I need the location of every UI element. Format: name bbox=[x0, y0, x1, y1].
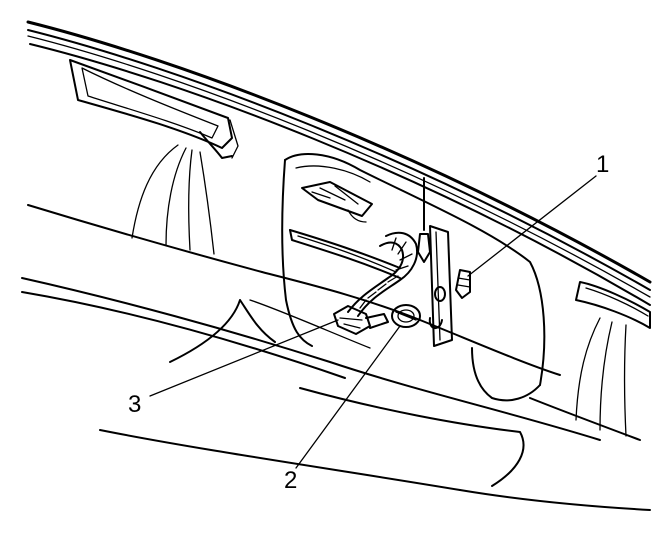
callout-3-label: 3 bbox=[128, 391, 141, 418]
roof-trim-edge bbox=[26, 20, 652, 306]
left-lamp-support bbox=[131, 144, 215, 255]
decal-sticker bbox=[301, 181, 373, 223]
wiring-harness bbox=[347, 231, 418, 317]
callout-leaders bbox=[149, 175, 597, 469]
right-lamp-housing bbox=[575, 281, 651, 437]
mounting-bracket bbox=[428, 225, 453, 347]
lamp-slot bbox=[289, 229, 401, 279]
bulb-socket bbox=[391, 304, 421, 328]
electrical-connector bbox=[333, 305, 389, 335]
callout-2-label: 2 bbox=[284, 467, 297, 494]
left-lamp-housing bbox=[69, 59, 239, 159]
lamp-pocket-recess bbox=[281, 153, 546, 402]
mounting-screws bbox=[417, 177, 471, 299]
rear-panel-contour bbox=[21, 204, 601, 441]
lower-bumper-contour bbox=[99, 299, 651, 511]
callout-1-label: 1 bbox=[596, 151, 609, 178]
